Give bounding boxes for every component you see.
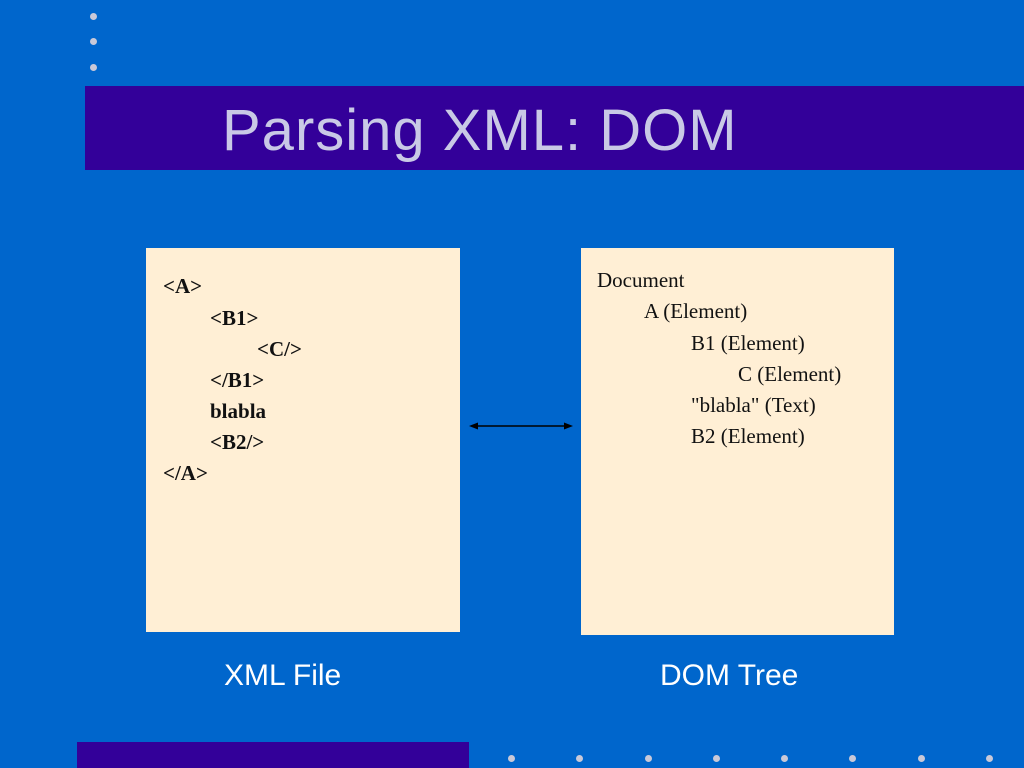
xml-line: blabla <box>210 399 267 423</box>
dom-node: A (Element) <box>644 299 748 323</box>
title-band <box>85 86 1024 170</box>
dom-node: Document <box>597 268 685 292</box>
dom-node: B2 (Element) <box>691 424 805 448</box>
xml-line: </A> <box>163 461 208 485</box>
decorative-dot <box>90 38 97 45</box>
decorative-dot <box>508 755 515 762</box>
slide-title: Parsing XML: DOM <box>222 98 738 163</box>
decorative-dot <box>713 755 720 762</box>
dom-node: C (Element) <box>738 362 842 386</box>
xml-line: <C/> <box>257 337 302 361</box>
xml-file-panel: <A> <B1> <C/> </B1> blabla <B2/> </A> <box>146 248 460 632</box>
bottom-band <box>77 742 469 768</box>
xml-line: <A> <box>163 274 203 298</box>
decorative-dot <box>918 755 925 762</box>
decorative-dot <box>781 755 788 762</box>
xml-line: </B1> <box>210 368 265 392</box>
xml-file-caption: XML File <box>224 659 342 692</box>
dom-tree-caption: DOM Tree <box>660 659 799 692</box>
decorative-dot <box>90 64 97 71</box>
decorative-dot <box>645 755 652 762</box>
dom-node: B1 (Element) <box>691 331 805 355</box>
decorative-dot <box>986 755 993 762</box>
dom-tree-panel: Document A (Element) B1 (Element) C (Ele… <box>581 248 894 635</box>
double-headed-arrow-icon <box>469 422 573 430</box>
decorative-dot <box>576 755 583 762</box>
decorative-dot <box>90 13 97 20</box>
xml-line: <B1> <box>210 306 259 330</box>
decorative-dot <box>849 755 856 762</box>
dom-node: "blabla" (Text) <box>691 393 816 417</box>
xml-line: <B2/> <box>210 430 265 454</box>
